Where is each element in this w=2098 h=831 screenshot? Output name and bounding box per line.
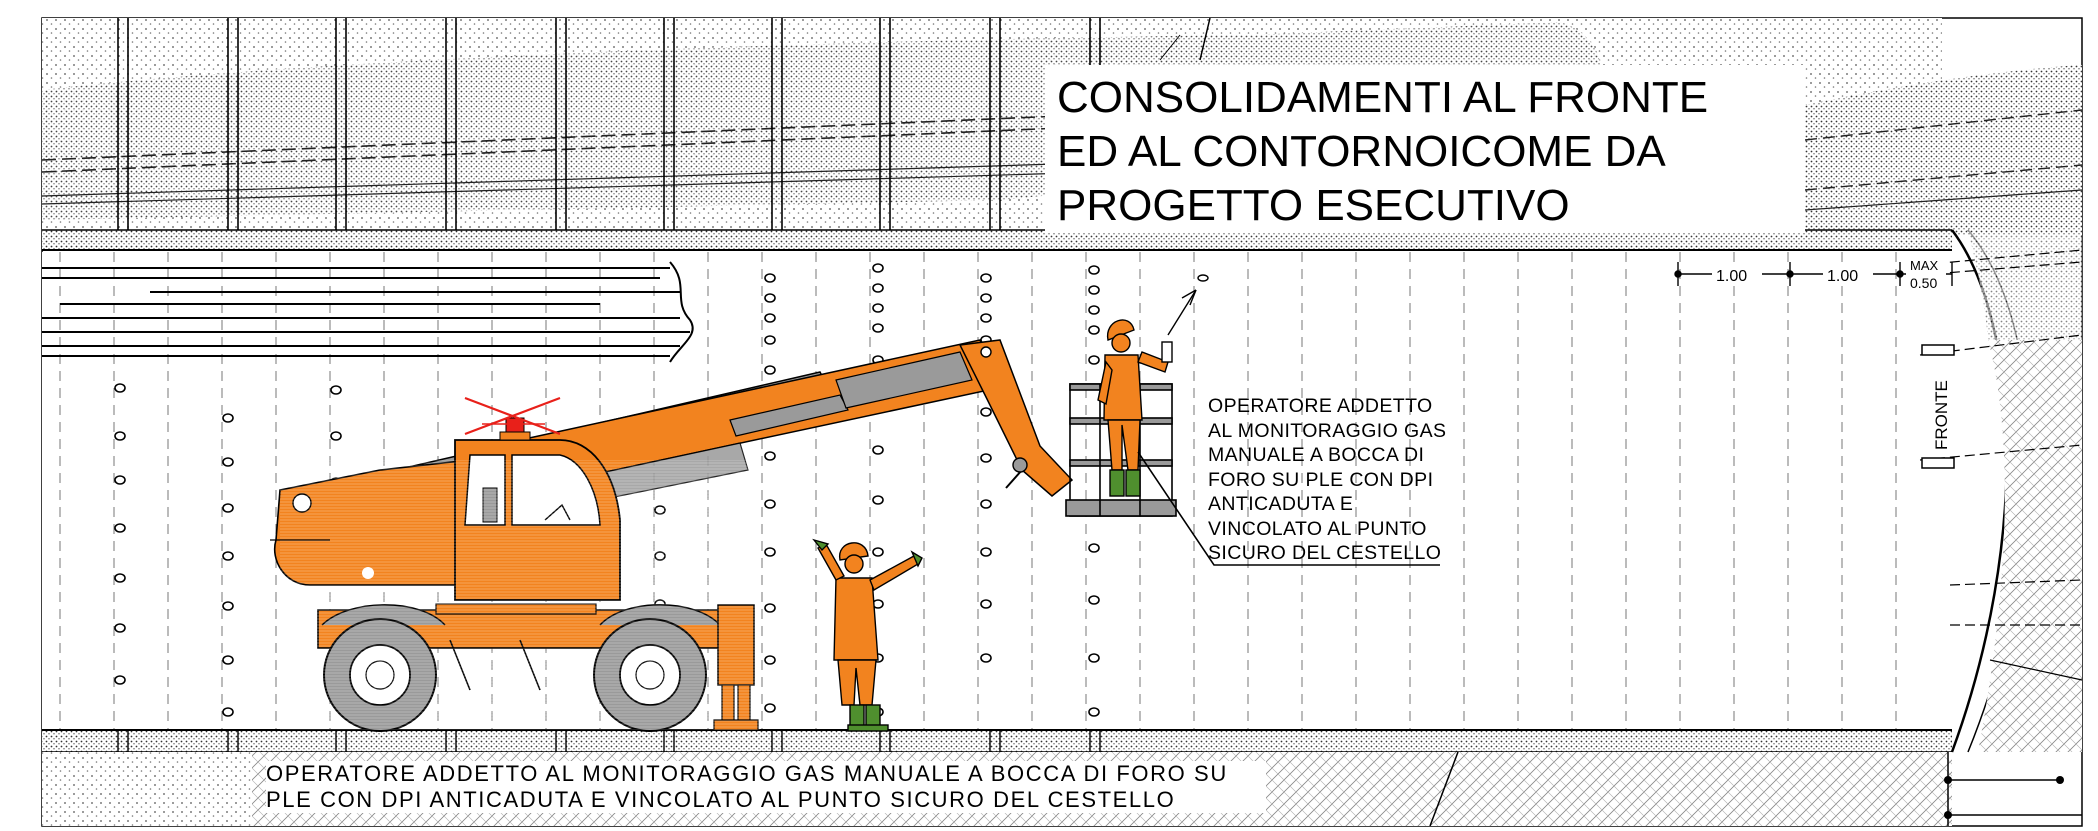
telehandler-machine bbox=[270, 339, 1074, 732]
drill-hole bbox=[1088, 355, 1100, 365]
operator-note-line-5: ANTICADUTA E bbox=[1208, 493, 1354, 515]
dim-max-value: 0.50 bbox=[1910, 275, 1937, 291]
note-leader-line bbox=[1137, 451, 1440, 566]
drill-hole bbox=[1088, 543, 1100, 553]
drill-hole bbox=[114, 475, 126, 485]
title-line-1: CONSOLIDAMENTI AL FRONTE bbox=[1057, 73, 1709, 122]
drill-hole bbox=[980, 653, 992, 663]
drill-hole bbox=[222, 601, 234, 611]
drill-hole bbox=[222, 503, 234, 513]
drill-hole bbox=[1088, 653, 1100, 663]
drill-hole bbox=[980, 599, 992, 609]
drill-hole bbox=[1088, 265, 1100, 275]
dim-max-label: MAX bbox=[1910, 258, 1939, 273]
drill-hole bbox=[872, 323, 884, 333]
drill-hole bbox=[1088, 595, 1100, 605]
drill-hole bbox=[764, 603, 776, 613]
operator-note-line-1: OPERATORE ADDETTO bbox=[1208, 395, 1433, 417]
drill-hole bbox=[872, 445, 884, 455]
drill-hole bbox=[764, 547, 776, 557]
drill-hole bbox=[222, 655, 234, 665]
operator-note-line-4: FORO SU PLE CON DPI bbox=[1208, 468, 1434, 491]
steel-ribs-bottom bbox=[117, 730, 1101, 752]
drill-hole bbox=[872, 547, 884, 557]
crown-lining bbox=[42, 229, 1952, 251]
drill-hole bbox=[980, 453, 992, 463]
drill-hole bbox=[764, 313, 776, 323]
tunnel-face bbox=[1919, 229, 2083, 826]
operator-note-line-2: AL MONITORAGGIO GAS bbox=[1208, 419, 1447, 442]
title-line-2: ED AL CONTORNOICOME DA bbox=[1057, 127, 1666, 176]
drill-hole bbox=[980, 407, 992, 417]
operator-note-line-7: SICURO DEL CESTELLO bbox=[1208, 542, 1442, 564]
drawing-title: CONSOLIDAMENTI AL FRONTE ED AL CONTORNOI… bbox=[1045, 65, 1805, 233]
operator-note-line-6: VINCOLATO AL PUNTO bbox=[1208, 517, 1427, 540]
drill-hole bbox=[764, 499, 776, 509]
drill-hole bbox=[872, 283, 884, 293]
drill-hole bbox=[764, 293, 776, 303]
dim-spacing-1: 1.00 bbox=[1716, 268, 1747, 285]
drill-hole bbox=[114, 431, 126, 441]
face-label: FRONTE bbox=[1932, 380, 1951, 450]
drill-hole bbox=[872, 263, 884, 273]
bottom-note-line-2: PLE CON DPI ANTICADUTA E VINCOLATO AL PU… bbox=[266, 787, 1176, 812]
drill-hole bbox=[1088, 305, 1100, 315]
drill-hole bbox=[1088, 707, 1100, 717]
drill-hole bbox=[980, 547, 992, 557]
drill-hole bbox=[980, 273, 992, 283]
operator-note: OPERATORE ADDETTO AL MONITORAGGIO GAS MA… bbox=[1208, 394, 1468, 566]
drill-hole bbox=[114, 523, 126, 533]
dimension-chain bbox=[1674, 258, 1953, 294]
bottom-note-line-1: OPERATORE ADDETTO AL MONITORAGGIO GAS MA… bbox=[266, 761, 1228, 786]
boom-tip bbox=[958, 339, 1074, 497]
steel-ribs-top bbox=[117, 18, 1101, 230]
drill-hole bbox=[872, 303, 884, 313]
operator-note-line-3: MANUALE A BOCCA DI bbox=[1208, 444, 1425, 466]
drill-hole bbox=[764, 365, 776, 375]
drill-hole-layers bbox=[42, 261, 694, 363]
drill-hole bbox=[222, 413, 234, 423]
drill-hole bbox=[330, 431, 342, 441]
title-line-3: PROGETTO ESECUTIVO bbox=[1057, 181, 1570, 230]
drill-hole bbox=[1088, 285, 1100, 295]
operator-on-platform bbox=[1097, 274, 1209, 497]
drill-hole bbox=[764, 273, 776, 283]
drill-hole bbox=[764, 655, 776, 665]
drill-hole bbox=[114, 573, 126, 583]
drill-hole bbox=[222, 457, 234, 467]
drill-hole bbox=[980, 293, 992, 303]
bottom-note: OPERATORE ADDETTO AL MONITORAGGIO GAS MA… bbox=[266, 761, 1266, 813]
drill-hole bbox=[764, 451, 776, 461]
drill-hole bbox=[222, 551, 234, 561]
drill-hole bbox=[114, 383, 126, 393]
drill-hole bbox=[1088, 325, 1100, 335]
drill-hole bbox=[114, 675, 126, 685]
drill-hole bbox=[114, 623, 126, 633]
drill-hole bbox=[764, 703, 776, 713]
dim-spacing-2: 1.00 bbox=[1827, 268, 1858, 285]
drill-hole bbox=[222, 707, 234, 717]
drill-hole bbox=[330, 385, 342, 395]
operator-ground-signaller bbox=[812, 538, 923, 732]
drill-hole bbox=[980, 313, 992, 323]
drill-hole bbox=[872, 495, 884, 505]
drill-hole bbox=[764, 335, 776, 345]
drill-hole bbox=[980, 499, 992, 509]
